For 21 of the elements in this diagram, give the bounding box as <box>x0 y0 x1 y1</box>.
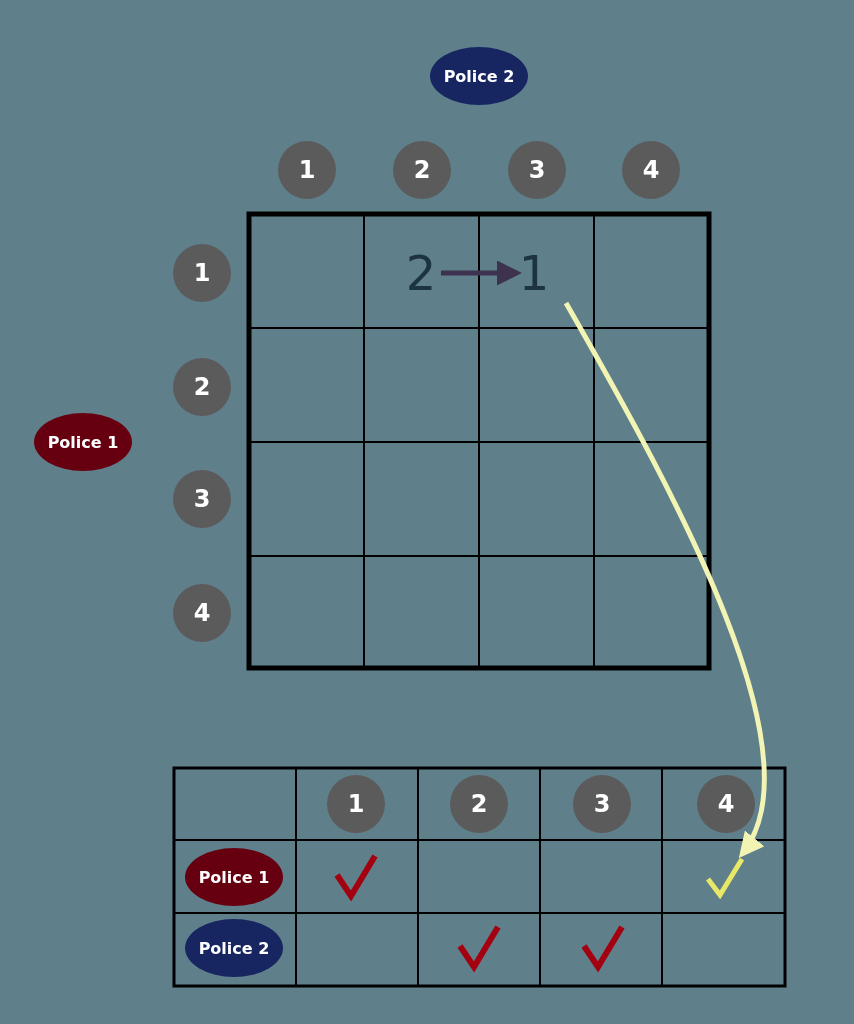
number-circle: 2 <box>393 141 451 199</box>
number-circle: 3 <box>573 775 631 833</box>
oval-badge: Police 2 <box>430 47 528 105</box>
check-mark-icon <box>705 855 745 899</box>
cell-number: 2 <box>403 245 439 301</box>
number-circle: 4 <box>173 584 231 642</box>
number-circle: 4 <box>697 775 755 833</box>
oval-badge: Police 1 <box>185 848 283 906</box>
number-circle: 3 <box>508 141 566 199</box>
number-circle: 1 <box>327 775 385 833</box>
number-circle: 3 <box>173 470 231 528</box>
oval-badge: Police 2 <box>185 919 283 977</box>
number-circle: 2 <box>173 358 231 416</box>
arrow <box>441 260 522 286</box>
oval-badge: Police 1 <box>34 413 132 471</box>
number-circle: 1 <box>278 141 336 199</box>
number-circle: 2 <box>450 775 508 833</box>
number-circle: 4 <box>622 141 680 199</box>
cell-number: 1 <box>519 245 549 301</box>
number-circle: 1 <box>173 244 231 302</box>
arrow <box>563 301 767 859</box>
